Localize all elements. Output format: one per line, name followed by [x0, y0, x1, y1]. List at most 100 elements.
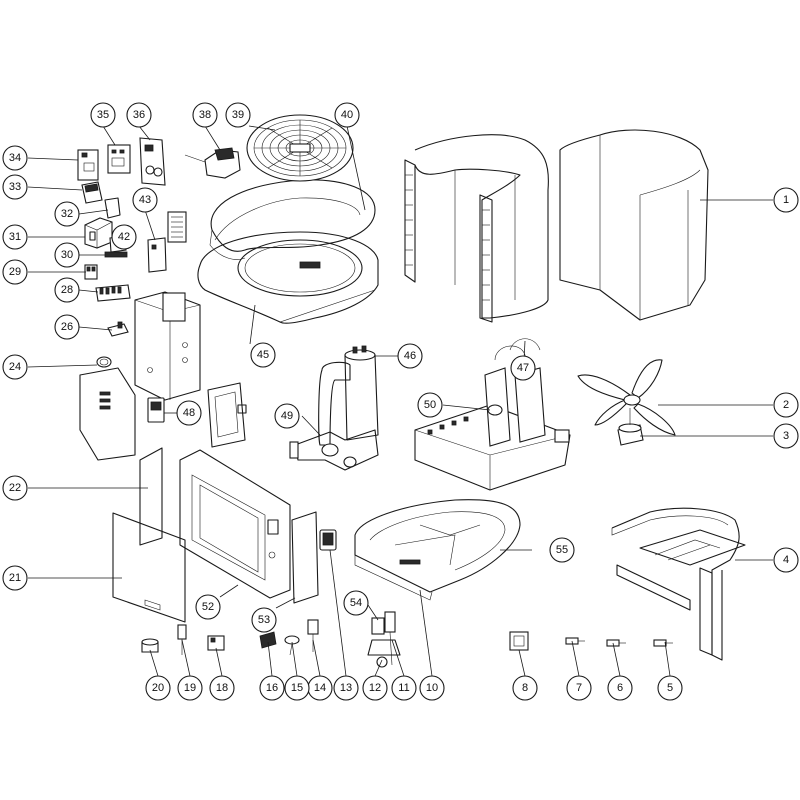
callout-3: 3 — [773, 423, 799, 449]
callout-label: 20 — [152, 682, 164, 694]
callout-label: 35 — [97, 109, 109, 121]
callout-circle — [2, 145, 28, 171]
callout-bubbles: 1234567810111213141516181920212224262829… — [2, 102, 799, 701]
part-base-pan-55 — [354, 499, 521, 601]
callout-21: 21 — [2, 565, 28, 591]
callout-24: 24 — [2, 354, 28, 380]
callout-42: 42 — [111, 224, 137, 250]
callout-circle — [192, 102, 218, 128]
part-grommet-24 — [96, 356, 112, 368]
callout-label: 42 — [118, 231, 130, 243]
callout-11: 11 — [391, 675, 417, 701]
callout-label: 2 — [783, 399, 789, 411]
callout-circle — [334, 102, 360, 128]
callout-circle — [333, 675, 359, 701]
callout-label: 40 — [341, 109, 353, 121]
callout-28: 28 — [54, 277, 80, 303]
part-heat-exchanger-46 — [318, 345, 379, 446]
callout-54: 54 — [343, 590, 369, 616]
callout-circle — [132, 187, 158, 213]
callout-label: 50 — [424, 399, 436, 411]
callout-20: 20 — [145, 675, 171, 701]
callout-8: 8 — [512, 675, 538, 701]
part-vent-louver — [167, 211, 187, 243]
callout-circle — [397, 343, 423, 369]
callout-circle — [2, 224, 28, 250]
callout-label: 39 — [232, 109, 244, 121]
callout-circle — [54, 201, 80, 227]
part-outer-wrap-panel — [559, 129, 709, 321]
callout-circle — [773, 187, 799, 213]
callout-label: 55 — [556, 544, 568, 556]
part-strip-30 — [104, 251, 128, 258]
part-display-controller-48 — [147, 397, 165, 423]
callout-35: 35 — [90, 102, 116, 128]
callout-4: 4 — [773, 547, 799, 573]
callout-circle — [2, 565, 28, 591]
callout-circle — [274, 403, 300, 429]
callout-29: 29 — [2, 259, 28, 285]
part-circuit-board-34 — [77, 149, 99, 181]
callout-circle — [2, 174, 28, 200]
part-cylinder-20 — [141, 638, 159, 653]
callout-circle — [284, 675, 310, 701]
callout-circle — [417, 392, 443, 418]
callout-label: 6 — [617, 682, 623, 694]
callout-circle — [2, 354, 28, 380]
callout-45: 45 — [250, 342, 276, 368]
callout-31: 31 — [2, 224, 28, 250]
callout-label: 34 — [9, 152, 21, 164]
callout-label: 33 — [9, 181, 21, 193]
part-control-box — [184, 147, 241, 179]
callout-49: 49 — [274, 403, 300, 429]
callout-13: 13 — [333, 675, 359, 701]
part-probe-7 — [565, 637, 585, 645]
callout-26: 26 — [54, 314, 80, 340]
callout-circle — [250, 342, 276, 368]
callout-label: 18 — [216, 682, 228, 694]
callout-label: 22 — [9, 482, 21, 494]
callout-40: 40 — [334, 102, 360, 128]
callout-circle — [176, 400, 202, 426]
part-bracket-32 — [104, 197, 121, 219]
callout-label: 5 — [667, 682, 673, 694]
callout-label: 48 — [183, 407, 195, 419]
callout-circle — [657, 675, 683, 701]
callout-circle — [510, 355, 536, 381]
callout-circle — [773, 392, 799, 418]
part-pressure-switch-14 — [307, 619, 319, 652]
callout-label: 30 — [61, 249, 73, 261]
part-fan-motor — [617, 408, 644, 446]
callout-32: 32 — [54, 201, 80, 227]
callout-circle — [362, 675, 388, 701]
callout-circle — [773, 547, 799, 573]
part-side-panel-22 — [139, 447, 163, 546]
callout-50: 50 — [417, 392, 443, 418]
part-sensor-15 — [284, 635, 300, 656]
callout-circle — [54, 242, 80, 268]
callout-16: 16 — [259, 675, 285, 701]
callout-22: 22 — [2, 475, 28, 501]
callout-label: 1 — [783, 194, 789, 206]
callout-46: 46 — [397, 343, 423, 369]
callout-2: 2 — [773, 392, 799, 418]
callout-label: 15 — [291, 682, 303, 694]
callout-label: 54 — [350, 597, 362, 609]
callout-label: 21 — [9, 572, 21, 584]
callout-circle — [225, 102, 251, 128]
part-switch-13 — [319, 529, 337, 551]
part-valve-assembly — [367, 611, 401, 668]
callout-label: 47 — [517, 362, 529, 374]
callout-34: 34 — [2, 145, 28, 171]
part-top-cover-ring — [209, 179, 376, 260]
part-fitting-16 — [259, 631, 277, 649]
callout-36: 36 — [126, 102, 152, 128]
callout-circle — [111, 224, 137, 250]
callout-label: 52 — [202, 601, 214, 613]
callout-label: 14 — [314, 682, 326, 694]
callout-circle — [259, 675, 285, 701]
part-clip-26 — [107, 321, 129, 337]
callout-label: 3 — [783, 430, 789, 442]
part-front-panel-21 — [112, 512, 186, 623]
part-probe-5 — [653, 639, 673, 647]
